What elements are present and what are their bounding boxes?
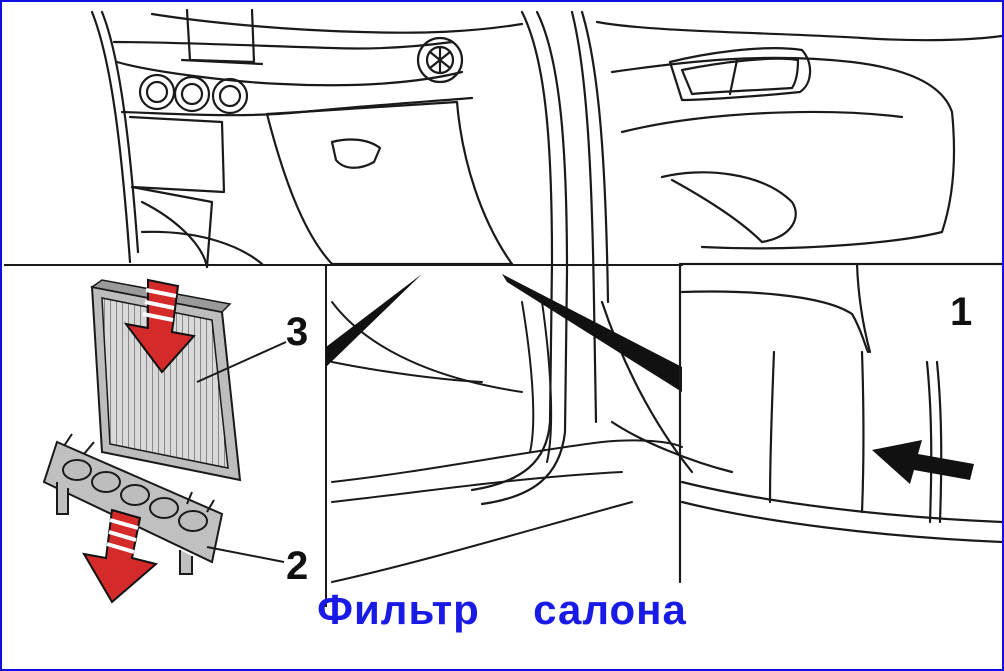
- footwell-inset: [325, 264, 683, 583]
- callout-2: 2: [286, 544, 309, 588]
- cabin-filter: [90, 279, 242, 482]
- red-arrow-down-icon: [123, 278, 196, 374]
- leader-lines: [196, 341, 287, 563]
- door-frame: [470, 10, 1002, 506]
- red-arrow-down-2-icon: [82, 508, 159, 604]
- zoom-wedges: [326, 274, 682, 392]
- callout-3: 3: [286, 310, 309, 354]
- callout-1: 1: [950, 290, 973, 334]
- dashboard-scene: [90, 8, 524, 269]
- black-arrow: [872, 440, 974, 484]
- caption-title: Фильтр салона: [317, 586, 687, 633]
- detail-inset-1: [678, 262, 1002, 584]
- panel-dividers: [4, 264, 332, 607]
- filter-holder: [42, 433, 224, 575]
